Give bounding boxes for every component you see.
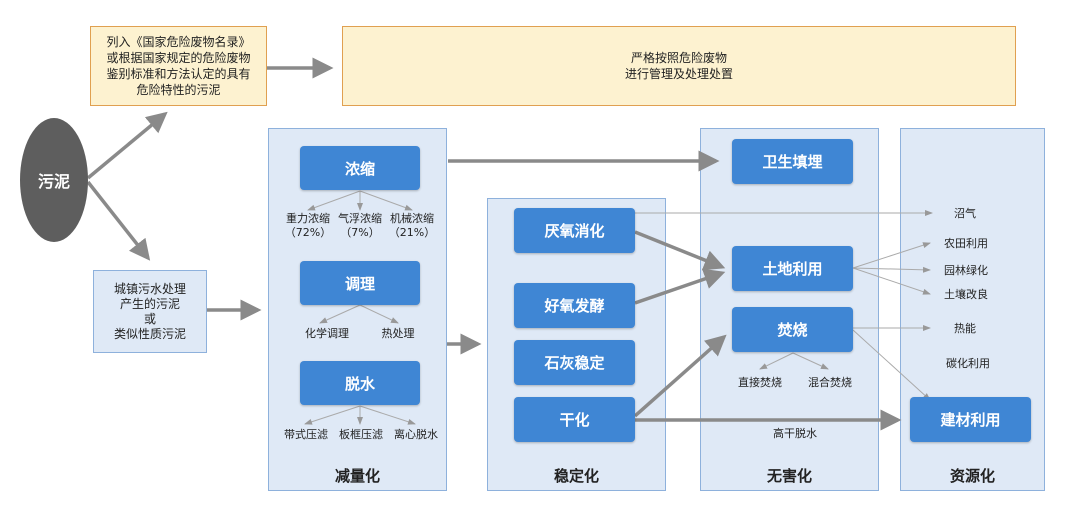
method-percent: （72%） [284, 226, 332, 239]
source-sludge-node: 污泥 [20, 118, 88, 242]
arrow-aerobic-landuse [634, 268, 726, 305]
method-mechanical-thicken: 机械浓缩 （21%） [383, 212, 441, 240]
output-landscaping: 园林绿化 [944, 264, 988, 277]
stabilization-title: 稳定化 [553, 467, 599, 485]
hazardous-disposal-box: 严格按照危险废物 进行管理及处理处置 [342, 26, 1016, 106]
incineration-node: 焚烧 [732, 307, 853, 352]
condition-node: 调理 [300, 261, 420, 305]
aerobic-fermentation-node: 好氧发酵 [514, 283, 635, 328]
land-use-node: 土地利用 [732, 246, 853, 291]
direct-incineration-label: 直接焚烧 [738, 376, 782, 389]
anaerobic-digestion-node: 厌氧消化 [514, 208, 635, 253]
method-plate-press: 板框压滤 [339, 428, 383, 441]
method-percent: （21%） [388, 226, 436, 239]
arrow-drying-incineration [633, 334, 727, 418]
output-farmland: 农田利用 [944, 237, 988, 250]
mixed-incineration-label: 混合焚烧 [808, 376, 852, 389]
method-gravity-thicken: 重力浓缩 （72%） [279, 212, 337, 240]
output-biogas: 沼气 [954, 207, 976, 220]
dewater-node: 脱水 [300, 361, 420, 405]
municipal-sludge-box: 城镇污水处理 产生的污泥 或 类似性质污泥 [93, 270, 207, 353]
arrow-anaerobic-landuse [634, 230, 726, 271]
method-percent: （7%） [340, 226, 380, 239]
arrow-source-municipal [86, 180, 151, 261]
output-carbonization: 碳化利用 [946, 357, 990, 370]
method-centrifuge: 离心脱水 [394, 428, 438, 441]
building-material-node: 建材利用 [910, 397, 1031, 442]
resource-title: 资源化 [949, 467, 995, 485]
thicken-node: 浓缩 [300, 146, 420, 190]
hazardous-criteria-box: 列入《国家危险废物名录》 或根据国家规定的危险废物 鉴别标准和方法认定的具有 危… [90, 26, 267, 106]
sanitary-landfill-node: 卫生填埋 [732, 139, 853, 184]
method-name: 重力浓缩 [286, 212, 330, 225]
drying-node: 干化 [514, 397, 635, 442]
method-thermal-condition: 热处理 [381, 327, 415, 340]
method-flotation-thicken: 气浮浓缩 （7%） [331, 212, 389, 240]
output-heat-energy: 热能 [954, 322, 976, 335]
arrow-source-hazard [86, 111, 168, 180]
lime-stabilization-node: 石灰稳定 [514, 340, 635, 385]
reduction-title: 减量化 [334, 467, 380, 485]
high-dry-dewater-label: 高干脱水 [773, 427, 817, 440]
harmless-title: 无害化 [766, 467, 812, 485]
method-name: 气浮浓缩 [338, 212, 382, 225]
method-belt-press: 带式压滤 [284, 428, 328, 441]
method-name: 机械浓缩 [390, 212, 434, 225]
method-chemical-condition: 化学调理 [305, 327, 349, 340]
output-soil-improvement: 土壤改良 [944, 288, 988, 301]
